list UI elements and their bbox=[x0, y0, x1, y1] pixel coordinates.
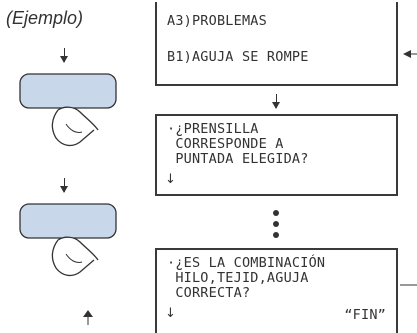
display-screen-problems: A3)PROBLEMAS B1)AGUJA SE ROMPE bbox=[155, 2, 398, 86]
screen-line: HILO,TEJID,AGUJA bbox=[167, 270, 309, 286]
connector-line bbox=[400, 284, 417, 286]
left-arrow-icon bbox=[403, 50, 417, 58]
down-arrow-icon bbox=[272, 94, 280, 109]
down-arrow-icon bbox=[60, 48, 68, 63]
scroll-down-indicator: ↓ bbox=[165, 172, 177, 187]
screen-line: PUNTADA ELEGIDA? bbox=[167, 151, 309, 167]
screen-line: A3)PROBLEMAS bbox=[167, 13, 267, 29]
screen-line: ·¿ES LA COMBINACIÓN bbox=[167, 255, 326, 271]
end-label: “FIN” bbox=[344, 307, 386, 323]
display-screen-thread-fabric-needle: ·¿ES LA COMBINACIÓN HILO,TEJID,AGUJA COR… bbox=[155, 248, 398, 333]
hand-pressing-key-icon bbox=[19, 73, 117, 147]
screen-line: CORRESPONDE A bbox=[167, 136, 284, 152]
screen-line: ·¿PRENSILLA bbox=[167, 121, 259, 137]
display-screen-presser-foot: ·¿PRENSILLA CORRESPONDE A PUNTADA ELEGID… bbox=[155, 114, 398, 196]
screen-line: CORRECTA? bbox=[167, 285, 251, 301]
screen-line: B1)AGUJA SE ROMPE bbox=[167, 49, 309, 65]
scroll-down-indicator: ↓ bbox=[165, 306, 177, 321]
down-arrow-icon bbox=[60, 178, 68, 193]
up-arrow-icon bbox=[83, 310, 93, 325]
example-caption: (Ejemplo) bbox=[6, 8, 84, 28]
hand-pressing-key-icon bbox=[19, 203, 117, 277]
